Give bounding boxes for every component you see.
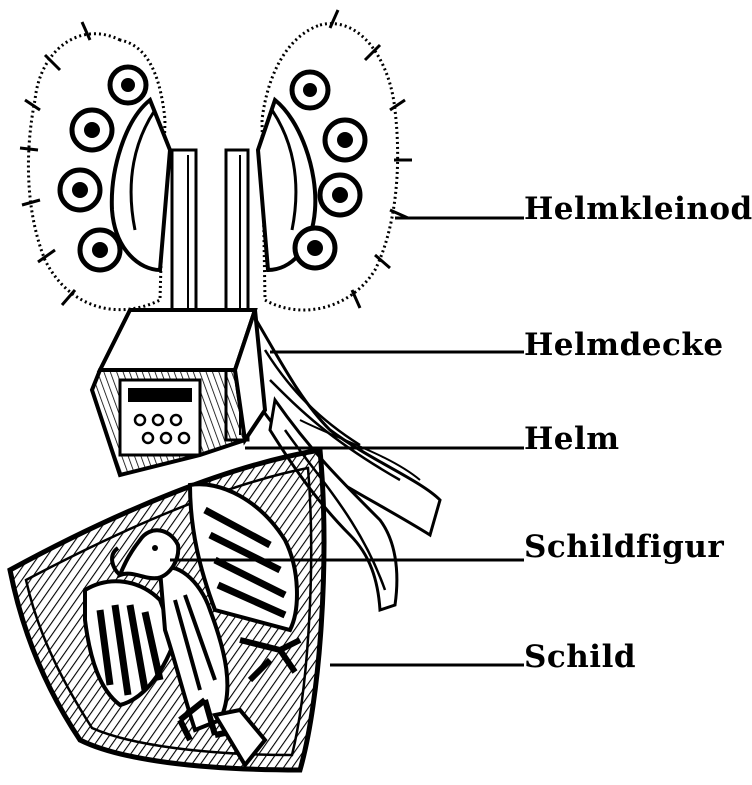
helmet: [92, 310, 265, 475]
label-schild: Schild: [524, 642, 636, 673]
label-helmkleinod: Helmkleinod: [524, 194, 752, 225]
crest-left-fan: [20, 22, 170, 310]
label-schildfigur: Schildfigur: [524, 532, 724, 563]
crest-right-fan: [258, 10, 412, 310]
crest-left-post: [172, 150, 196, 320]
label-helm: Helm: [524, 424, 620, 455]
label-helmdecke: Helmdecke: [524, 330, 724, 361]
